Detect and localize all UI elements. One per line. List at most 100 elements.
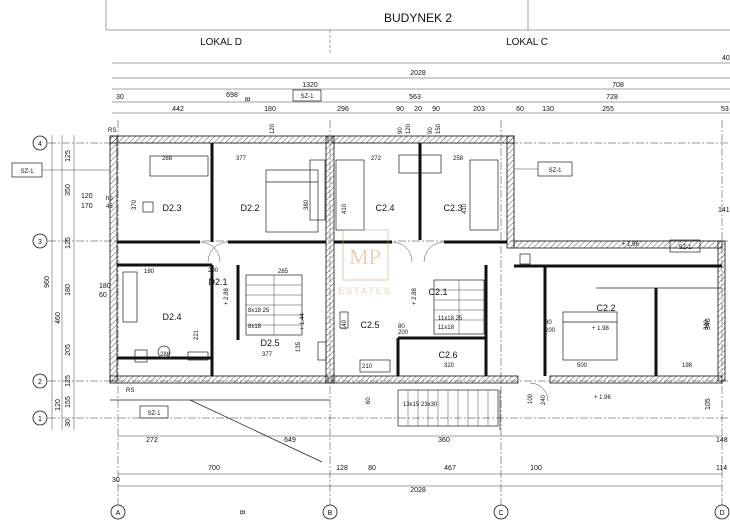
axis-bubble-b — [322, 504, 338, 520]
svg-text:200: 200 — [208, 268, 219, 274]
mp-estates-watermark: MP ESTATES — [338, 229, 392, 296]
zone-lokal-c: LOKAL C — [506, 37, 548, 48]
svg-text:80: 80 — [368, 465, 376, 472]
furniture — [122, 154, 618, 373]
svg-text:410: 410 — [462, 203, 468, 214]
svg-text:649: 649 — [284, 437, 296, 444]
svg-text:698: 698 — [226, 92, 238, 99]
left-dim-c3: 60 — [99, 292, 107, 299]
svg-text:708: 708 — [612, 82, 624, 89]
svg-text:340: 340 — [704, 319, 710, 330]
watermark-text: ESTATES — [338, 286, 392, 296]
svg-text:320: 320 — [444, 363, 455, 369]
room-labels: D2.3 D2.2 D2.1 D2.4 D2.5 C2.4 C2.3 C2.1 … — [162, 203, 615, 360]
bottom-dimensions: 272 649 360 148 700 128 80 467 100 114 3… — [112, 437, 728, 494]
stair-c-top: 11x18 25 — [438, 316, 463, 322]
stair-d-bottom: 8x18 — [248, 324, 262, 330]
room-c25: C2.5 — [360, 320, 379, 330]
svg-text:410: 410 — [342, 203, 348, 214]
svg-text:hp: hp — [106, 196, 113, 202]
svg-text:288: 288 — [162, 156, 173, 162]
left-dim-c2: 180 — [99, 283, 111, 290]
left-dim-a2: 125 — [65, 237, 72, 249]
room-c22: C2.2 — [596, 303, 615, 313]
svg-text:30: 30 — [112, 477, 120, 484]
svg-text:128: 128 — [336, 465, 348, 472]
svg-text:SZ-1: SZ-1 — [20, 169, 34, 175]
svg-text:80: 80 — [545, 320, 552, 326]
svg-text:340: 340 — [705, 318, 712, 330]
top-dim-r4-3: 90 — [396, 106, 404, 113]
svg-text:60: 60 — [366, 397, 372, 404]
svg-text:1320: 1320 — [302, 82, 318, 89]
level-ext-top: + 1.96 — [622, 242, 640, 248]
svg-text:405: 405 — [722, 55, 730, 62]
svg-text:272: 272 — [146, 437, 158, 444]
watermark-logo-frame — [342, 229, 389, 281]
left-dim-a7: 30 — [65, 419, 72, 427]
axis-bubble-c — [493, 504, 509, 520]
top-dim-r4-4: 20 — [414, 106, 422, 113]
left-dim-b2: 120 — [55, 399, 62, 411]
top-dim-r4-2: 296 — [337, 106, 349, 113]
svg-text:221: 221 — [194, 329, 200, 340]
svg-text:377: 377 — [262, 352, 273, 358]
room-d24: D2.4 — [162, 312, 181, 322]
svg-text:120: 120 — [270, 123, 276, 134]
level-c21: + 2.88 — [412, 287, 418, 305]
axis-bubble-3 — [32, 233, 48, 249]
watermark-logo-letters: MP — [349, 244, 381, 269]
svg-text:2028: 2028 — [410, 487, 426, 494]
left-dim-b1: 460 — [55, 312, 62, 324]
rs-mark-top: RS — [108, 128, 116, 134]
zone-lokal-d: LOKAL D — [200, 37, 242, 48]
top-dim-r4-8: 130 — [542, 106, 554, 113]
svg-text:198: 198 — [682, 363, 693, 369]
room-c24: C2.4 — [375, 203, 394, 213]
left-dimensions: 125 350 125 180 205 125 155 30 960 460 1… — [44, 135, 111, 430]
svg-text:SZ-1: SZ-1 — [548, 168, 562, 174]
svg-text:360: 360 — [438, 437, 450, 444]
axis-bubble-1 — [32, 410, 48, 426]
axis-bubble-4 — [32, 135, 48, 151]
svg-text:377: 377 — [236, 156, 247, 162]
left-dim-a6: 155 — [65, 396, 72, 408]
top-dim-r4-6: 203 — [473, 106, 485, 113]
svg-text:141: 141 — [718, 207, 730, 214]
svg-text:C: C — [498, 510, 503, 517]
inner-dimensions: 288 377 370 380 410 410 272 258 288 377 … — [106, 123, 710, 405]
top-dim-r4-9: 255 — [602, 106, 614, 113]
top-dim-r4-1: 180 — [264, 106, 276, 113]
svg-text:4: 4 — [38, 141, 42, 148]
svg-text:100: 100 — [530, 465, 542, 472]
door-swings — [199, 241, 549, 402]
svg-text:SZ-1: SZ-1 — [300, 94, 314, 100]
svg-text:370: 370 — [132, 199, 138, 210]
level-c22: + 1.98 — [592, 326, 610, 332]
section-markers: SZ-1 SZ-1 SZ-1 SZ-1 RS B — [11, 161, 701, 515]
svg-text:SZ-1: SZ-1 — [147, 411, 161, 417]
svg-text:2028: 2028 — [410, 70, 426, 77]
left-dim-c0: 120 — [81, 193, 93, 200]
room-d21: D2.1 — [208, 277, 227, 287]
svg-text:B: B — [328, 510, 333, 517]
svg-text:200: 200 — [545, 328, 556, 334]
left-dim-c1: 170 — [81, 203, 93, 210]
room-d23: D2.3 — [162, 203, 181, 213]
svg-text:500: 500 — [577, 363, 588, 369]
top-dim-r4-7: 60 — [516, 106, 524, 113]
svg-text:A: A — [116, 510, 121, 517]
svg-text:1: 1 — [38, 416, 42, 423]
left-dim-a1: 350 — [65, 184, 72, 196]
svg-text:30: 30 — [116, 94, 124, 101]
svg-text:2: 2 — [38, 379, 42, 386]
svg-text:728: 728 — [606, 94, 618, 101]
left-dim-a3: 180 — [65, 284, 72, 296]
svg-text:53: 53 — [721, 106, 729, 113]
left-dim-a0: 125 — [65, 150, 72, 162]
axis-bubble-d — [714, 504, 730, 520]
svg-text:105: 105 — [705, 398, 712, 410]
level-ext-bottom: + 1.96 — [594, 395, 612, 401]
left-dim-b0: 960 — [44, 276, 51, 288]
room-c26: C2.6 — [438, 350, 457, 360]
